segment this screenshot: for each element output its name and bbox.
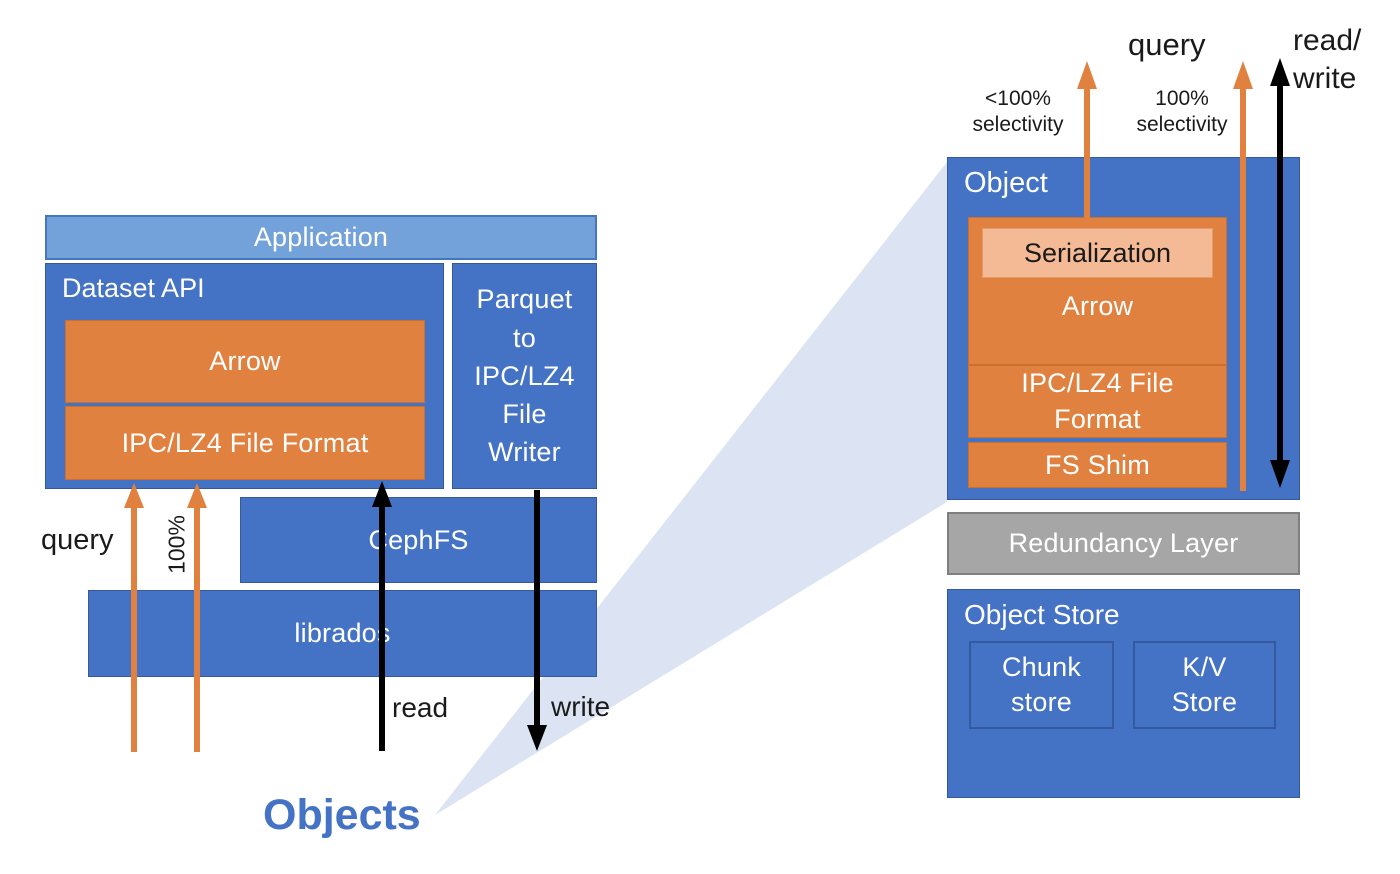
application-box: Application bbox=[45, 215, 597, 260]
cephfs-box: CephFS bbox=[240, 497, 597, 583]
application-label: Application bbox=[253, 222, 389, 252]
dataset-api-label: Dataset API bbox=[62, 273, 205, 303]
serialization-label: Serialization bbox=[1023, 237, 1172, 268]
arrow-label-container: Arrow bbox=[969, 280, 1226, 332]
serialization-arrow-box: Serialization Arrow bbox=[968, 217, 1227, 365]
object-store-box: Object Store Chunk store K/V Store bbox=[947, 589, 1300, 798]
parquet-writer-box: Parquet to IPC/LZ4 File Writer bbox=[452, 263, 597, 489]
ipc-lz4-file-format-label-right: IPC/LZ4 File Format bbox=[1021, 368, 1174, 434]
query-label-right: query bbox=[1128, 27, 1206, 62]
chunk-store-box: Chunk store bbox=[969, 641, 1114, 729]
objects-label: Objects bbox=[263, 791, 421, 839]
kv-store-box: K/V Store bbox=[1133, 641, 1276, 729]
arrow-label-right: Arrow bbox=[1061, 290, 1134, 321]
object-label: Object bbox=[964, 167, 1048, 199]
redundancy-layer-box: Redundancy Layer bbox=[947, 512, 1300, 575]
lt-100-selectivity-label: <100% selectivity bbox=[972, 87, 1064, 136]
arrow-label: Arrow bbox=[209, 346, 281, 376]
kv-store-label: K/V Store bbox=[1171, 651, 1238, 717]
write-label: write bbox=[551, 691, 611, 722]
selectivity-100-label-left: 100% bbox=[163, 515, 190, 574]
eq-100-selectivity-label: 100% selectivity bbox=[1136, 87, 1228, 136]
serialization-box: Serialization bbox=[982, 228, 1213, 278]
fs-shim-label: FS Shim bbox=[1045, 449, 1150, 480]
object-store-label: Object Store bbox=[964, 599, 1120, 630]
parquet-writer-label: Parquet to IPC/LZ4 File Writer bbox=[474, 284, 575, 468]
cephfs-label: CephFS bbox=[368, 524, 469, 555]
fs-shim-box: FS Shim bbox=[968, 442, 1227, 488]
ipc-lz4-file-format-label: IPC/LZ4 File Format bbox=[121, 427, 369, 458]
librados-label: librados bbox=[294, 618, 391, 648]
redundancy-layer-label: Redundancy Layer bbox=[1008, 528, 1239, 558]
read-write-label: read/ write bbox=[1293, 24, 1362, 95]
ipc-lz4-file-format-box: IPC/LZ4 File Format bbox=[65, 406, 425, 480]
read-label: read bbox=[392, 692, 449, 723]
query-label-left: query bbox=[41, 524, 114, 556]
librados-box: librados bbox=[88, 590, 597, 677]
chunk-store-label: Chunk store bbox=[1001, 651, 1082, 717]
ipc-lz4-file-format-box-right: IPC/LZ4 File Format bbox=[968, 365, 1227, 438]
arrow-box: Arrow bbox=[65, 320, 425, 403]
